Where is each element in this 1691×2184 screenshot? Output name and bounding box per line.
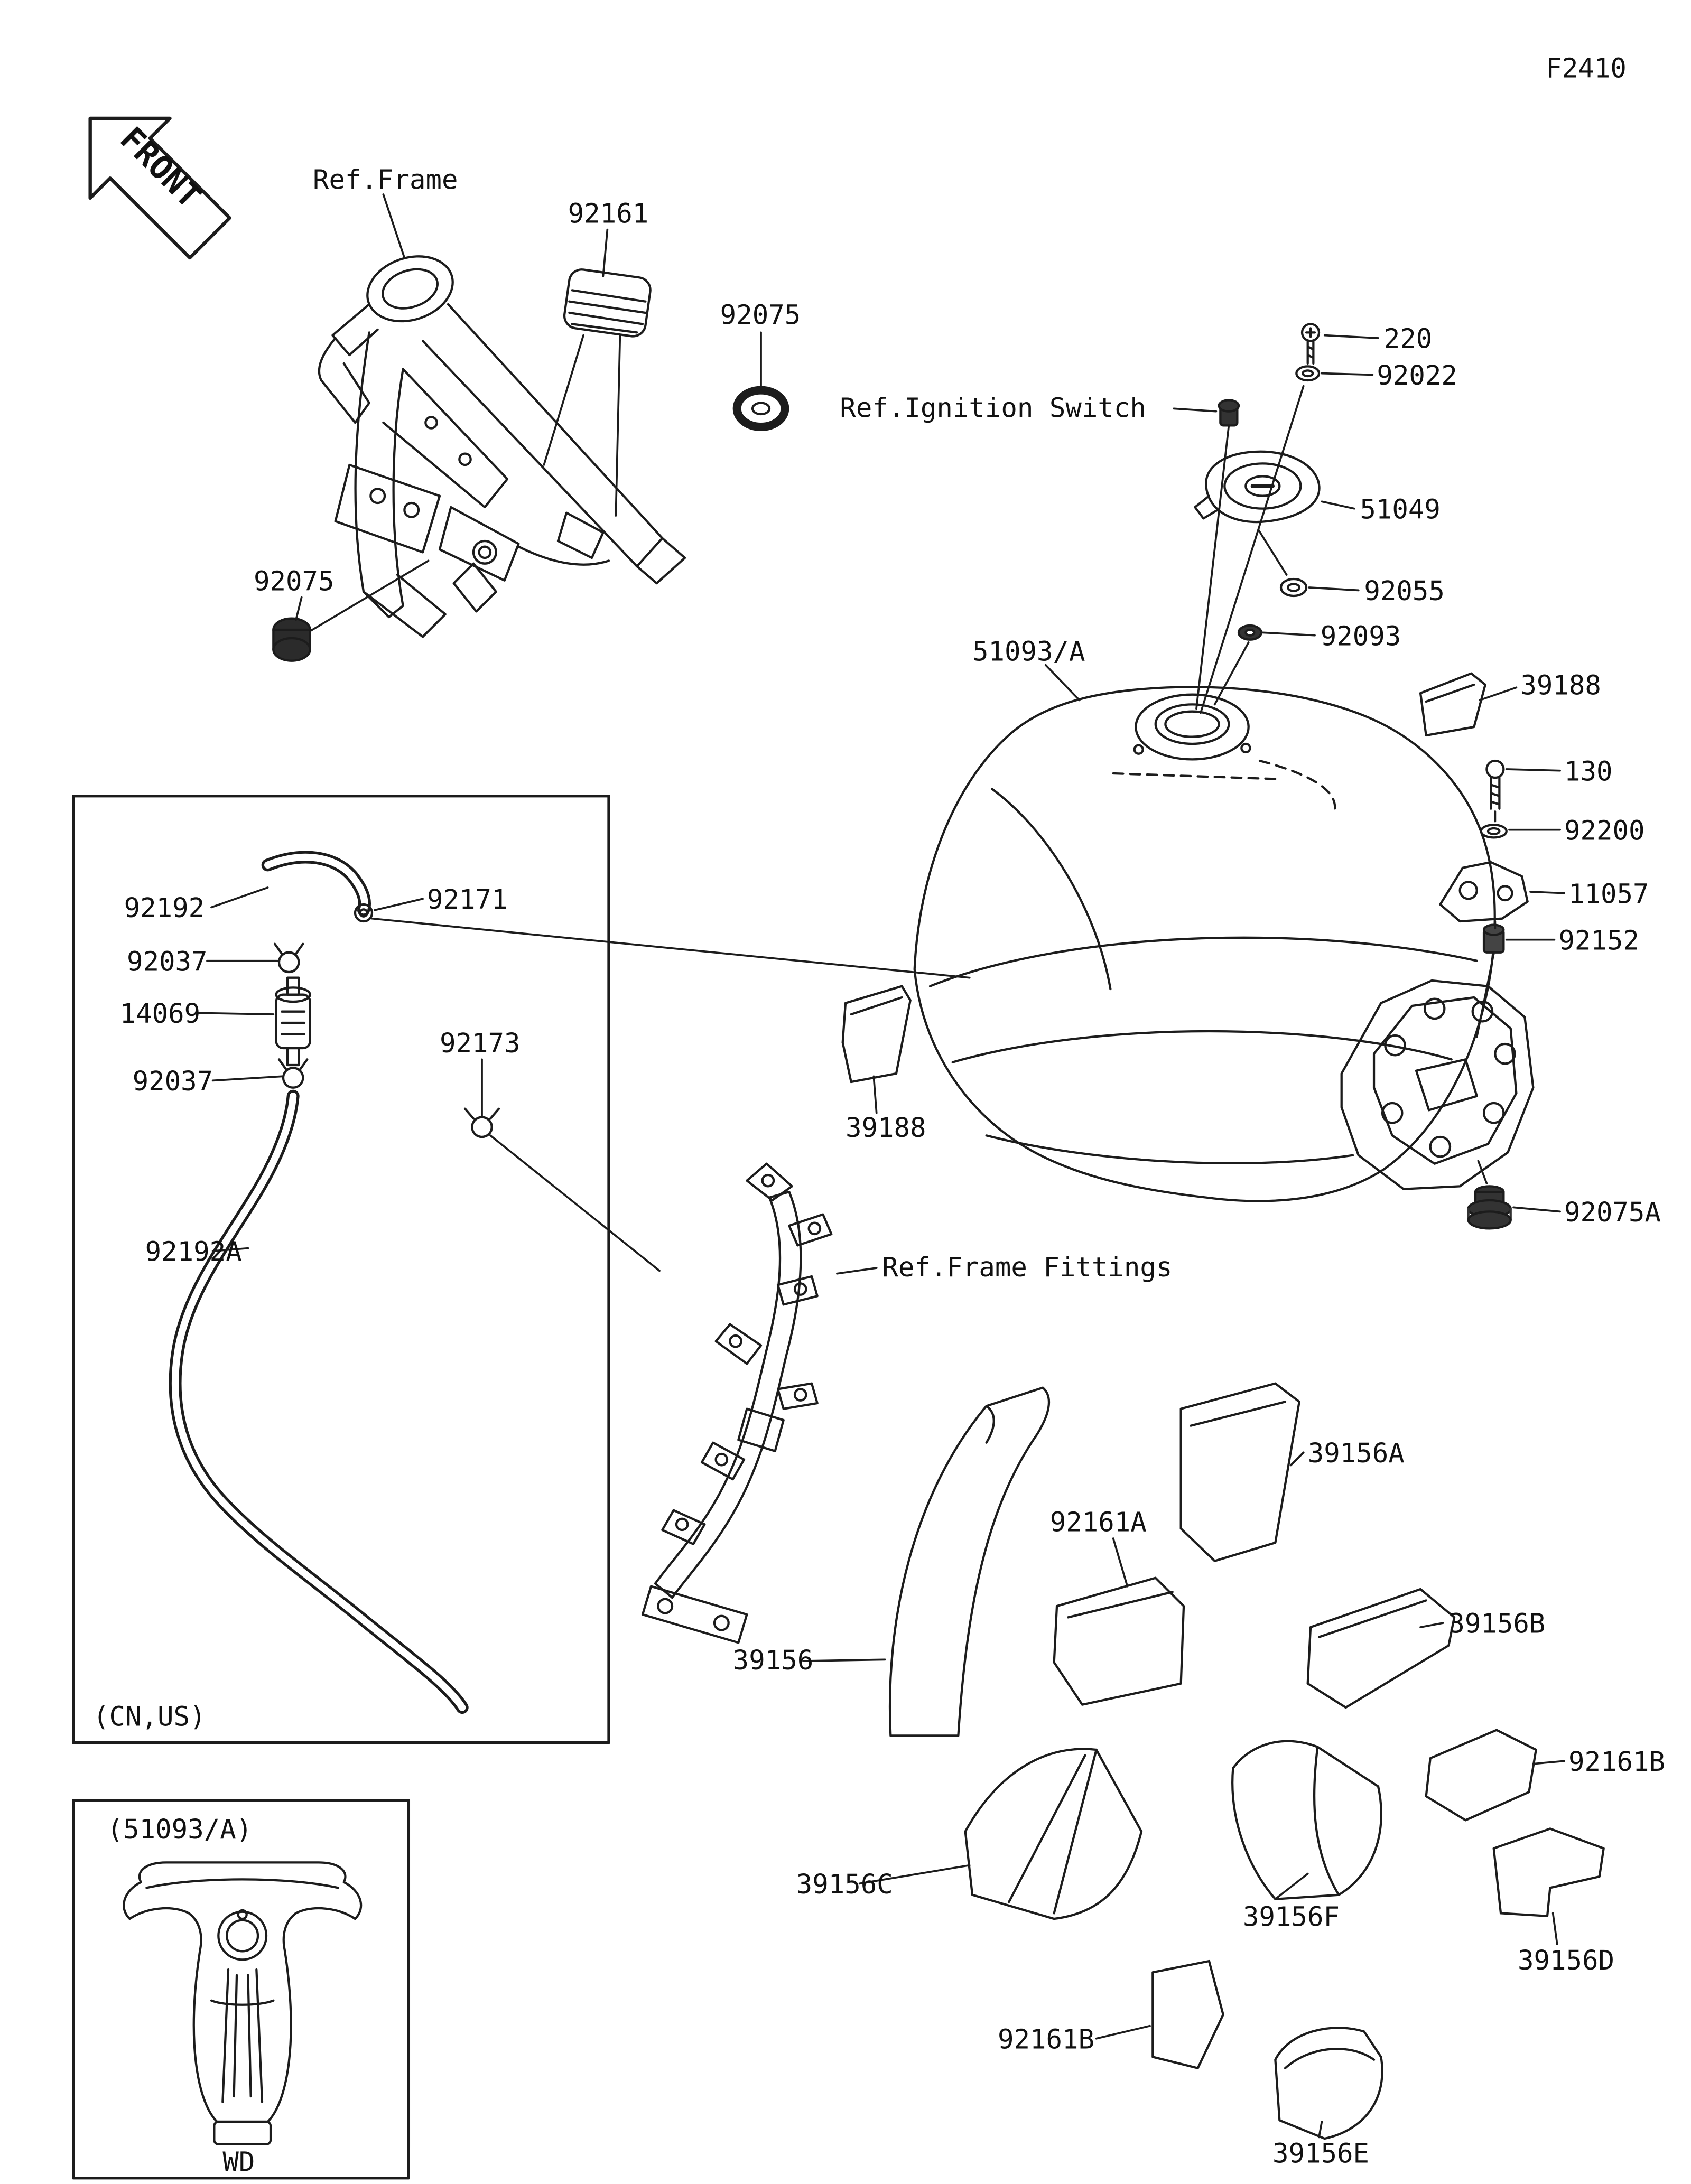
hose-92192-art (261, 851, 371, 917)
part-label-92192a: 92192A (145, 1237, 242, 1268)
part-label-92075a: 92075A (1564, 1197, 1661, 1229)
part-label-92152: 92152 (1558, 926, 1639, 957)
bolt-130-art (1485, 759, 1505, 810)
frame-art (318, 255, 686, 638)
part-label-92037-a: 92037 (127, 947, 208, 978)
part-label-51049: 51049 (1360, 494, 1441, 526)
tank-topview-art (123, 1861, 363, 2145)
part-label-130: 130 (1564, 757, 1613, 788)
part-label-92055: 92055 (1364, 576, 1445, 608)
cn-us-box (72, 795, 610, 1744)
part-label-92037-b: 92037 (132, 1066, 213, 1098)
washer-92022-art (1295, 365, 1321, 382)
part-label-39188-right: 39188 (1520, 670, 1601, 702)
pad-92161-art (563, 268, 652, 338)
figure-code: F2410 (1546, 53, 1627, 85)
pad-39188-left-art (841, 985, 912, 1084)
bracket-11057-art (1439, 861, 1529, 923)
fuel-cap-51049-art (1194, 450, 1321, 524)
pad-39156-art (888, 1386, 1051, 1737)
damper-92152-art (1482, 923, 1505, 954)
part-label-92161b-bottom: 92161B (998, 2024, 1095, 2056)
leader-lines (198, 193, 1565, 2139)
washer-92200-art (1480, 824, 1508, 839)
note-cn-us: (CN,US) (93, 1702, 206, 1733)
pad-39188-right-art (1419, 672, 1486, 737)
oring-92055-art (1279, 577, 1308, 598)
ignition-bolt-art (1218, 399, 1240, 427)
part-label-39156: 39156 (732, 1645, 814, 1677)
tank-rear-bracket-art (1340, 979, 1535, 1190)
hose-92192a-art (169, 1089, 469, 1714)
part-label-51093a: 51093/A (972, 637, 1085, 668)
part-label-11057: 11057 (1568, 879, 1649, 910)
grommet-92075-top-art (732, 386, 789, 432)
pad-39156d-art (1492, 1827, 1605, 1917)
pad-92161b-bottom-art (1151, 1959, 1224, 2069)
ref-fittings-label: Ref.Frame Fittings (882, 1252, 1173, 1284)
part-label-92171: 92171 (427, 884, 508, 916)
pad-39156c-art (964, 1748, 1143, 1920)
part-label-92161: 92161 (568, 199, 649, 230)
pad-39156b-art (1306, 1588, 1456, 1709)
fuel-tank-art (913, 686, 1496, 1202)
screw-220-art (1300, 323, 1321, 365)
frame-fittings-art (641, 1162, 833, 1644)
pad-92161b-right-art (1425, 1729, 1537, 1822)
part-label-39188-left: 39188 (846, 1113, 926, 1144)
part-label-39156e: 39156E (1272, 2139, 1370, 2170)
filter-14069-art (275, 976, 311, 1067)
pad-39156f-art (1231, 1740, 1382, 1900)
part-label-92075-top: 92075 (720, 300, 801, 331)
clamp-92173-art (463, 1107, 500, 1138)
pad-39156e-art (1274, 2027, 1383, 2140)
note-wd: WD (222, 2147, 255, 2178)
part-label-92192: 92192 (124, 893, 205, 925)
part-label-14069: 14069 (119, 998, 201, 1030)
ref-ignition-label: Ref.Ignition Switch (840, 393, 1146, 424)
ref-frame-label: Ref.Frame (313, 165, 458, 196)
pad-39156a-art (1179, 1382, 1300, 1562)
part-label-92093: 92093 (1320, 621, 1401, 652)
part-label-39156b: 39156B (1448, 1609, 1546, 1640)
damper-92093-art (1237, 624, 1262, 641)
front-arrow: FRONT (88, 116, 231, 260)
part-label-39156a: 39156A (1307, 1438, 1405, 1470)
part-label-92173: 92173 (440, 1028, 521, 1060)
part-label-39156c: 39156C (796, 1869, 893, 1901)
part-label-39156d: 39156D (1518, 1945, 1615, 1977)
clamp-92171-art (354, 903, 374, 923)
part-label-92161a: 92161A (1049, 1507, 1147, 1539)
part-label-92075-left: 92075 (254, 566, 335, 598)
grommet-92075-left-art (272, 617, 311, 662)
part-label-220: 220 (1383, 324, 1433, 356)
note-variant: (51093/A) (107, 1814, 253, 1846)
pad-92161a-art (1053, 1576, 1185, 1706)
part-label-92200: 92200 (1564, 816, 1645, 847)
part-label-92022: 92022 (1377, 360, 1457, 392)
grommet-92075a-art (1467, 1185, 1512, 1230)
part-label-39156f: 39156F (1243, 1902, 1340, 1933)
variant-box (72, 1799, 411, 2180)
clamp-92037a-art (273, 942, 304, 974)
part-label-92161b-right: 92161B (1568, 1747, 1666, 1778)
clamp-92037b-art (277, 1058, 309, 1089)
